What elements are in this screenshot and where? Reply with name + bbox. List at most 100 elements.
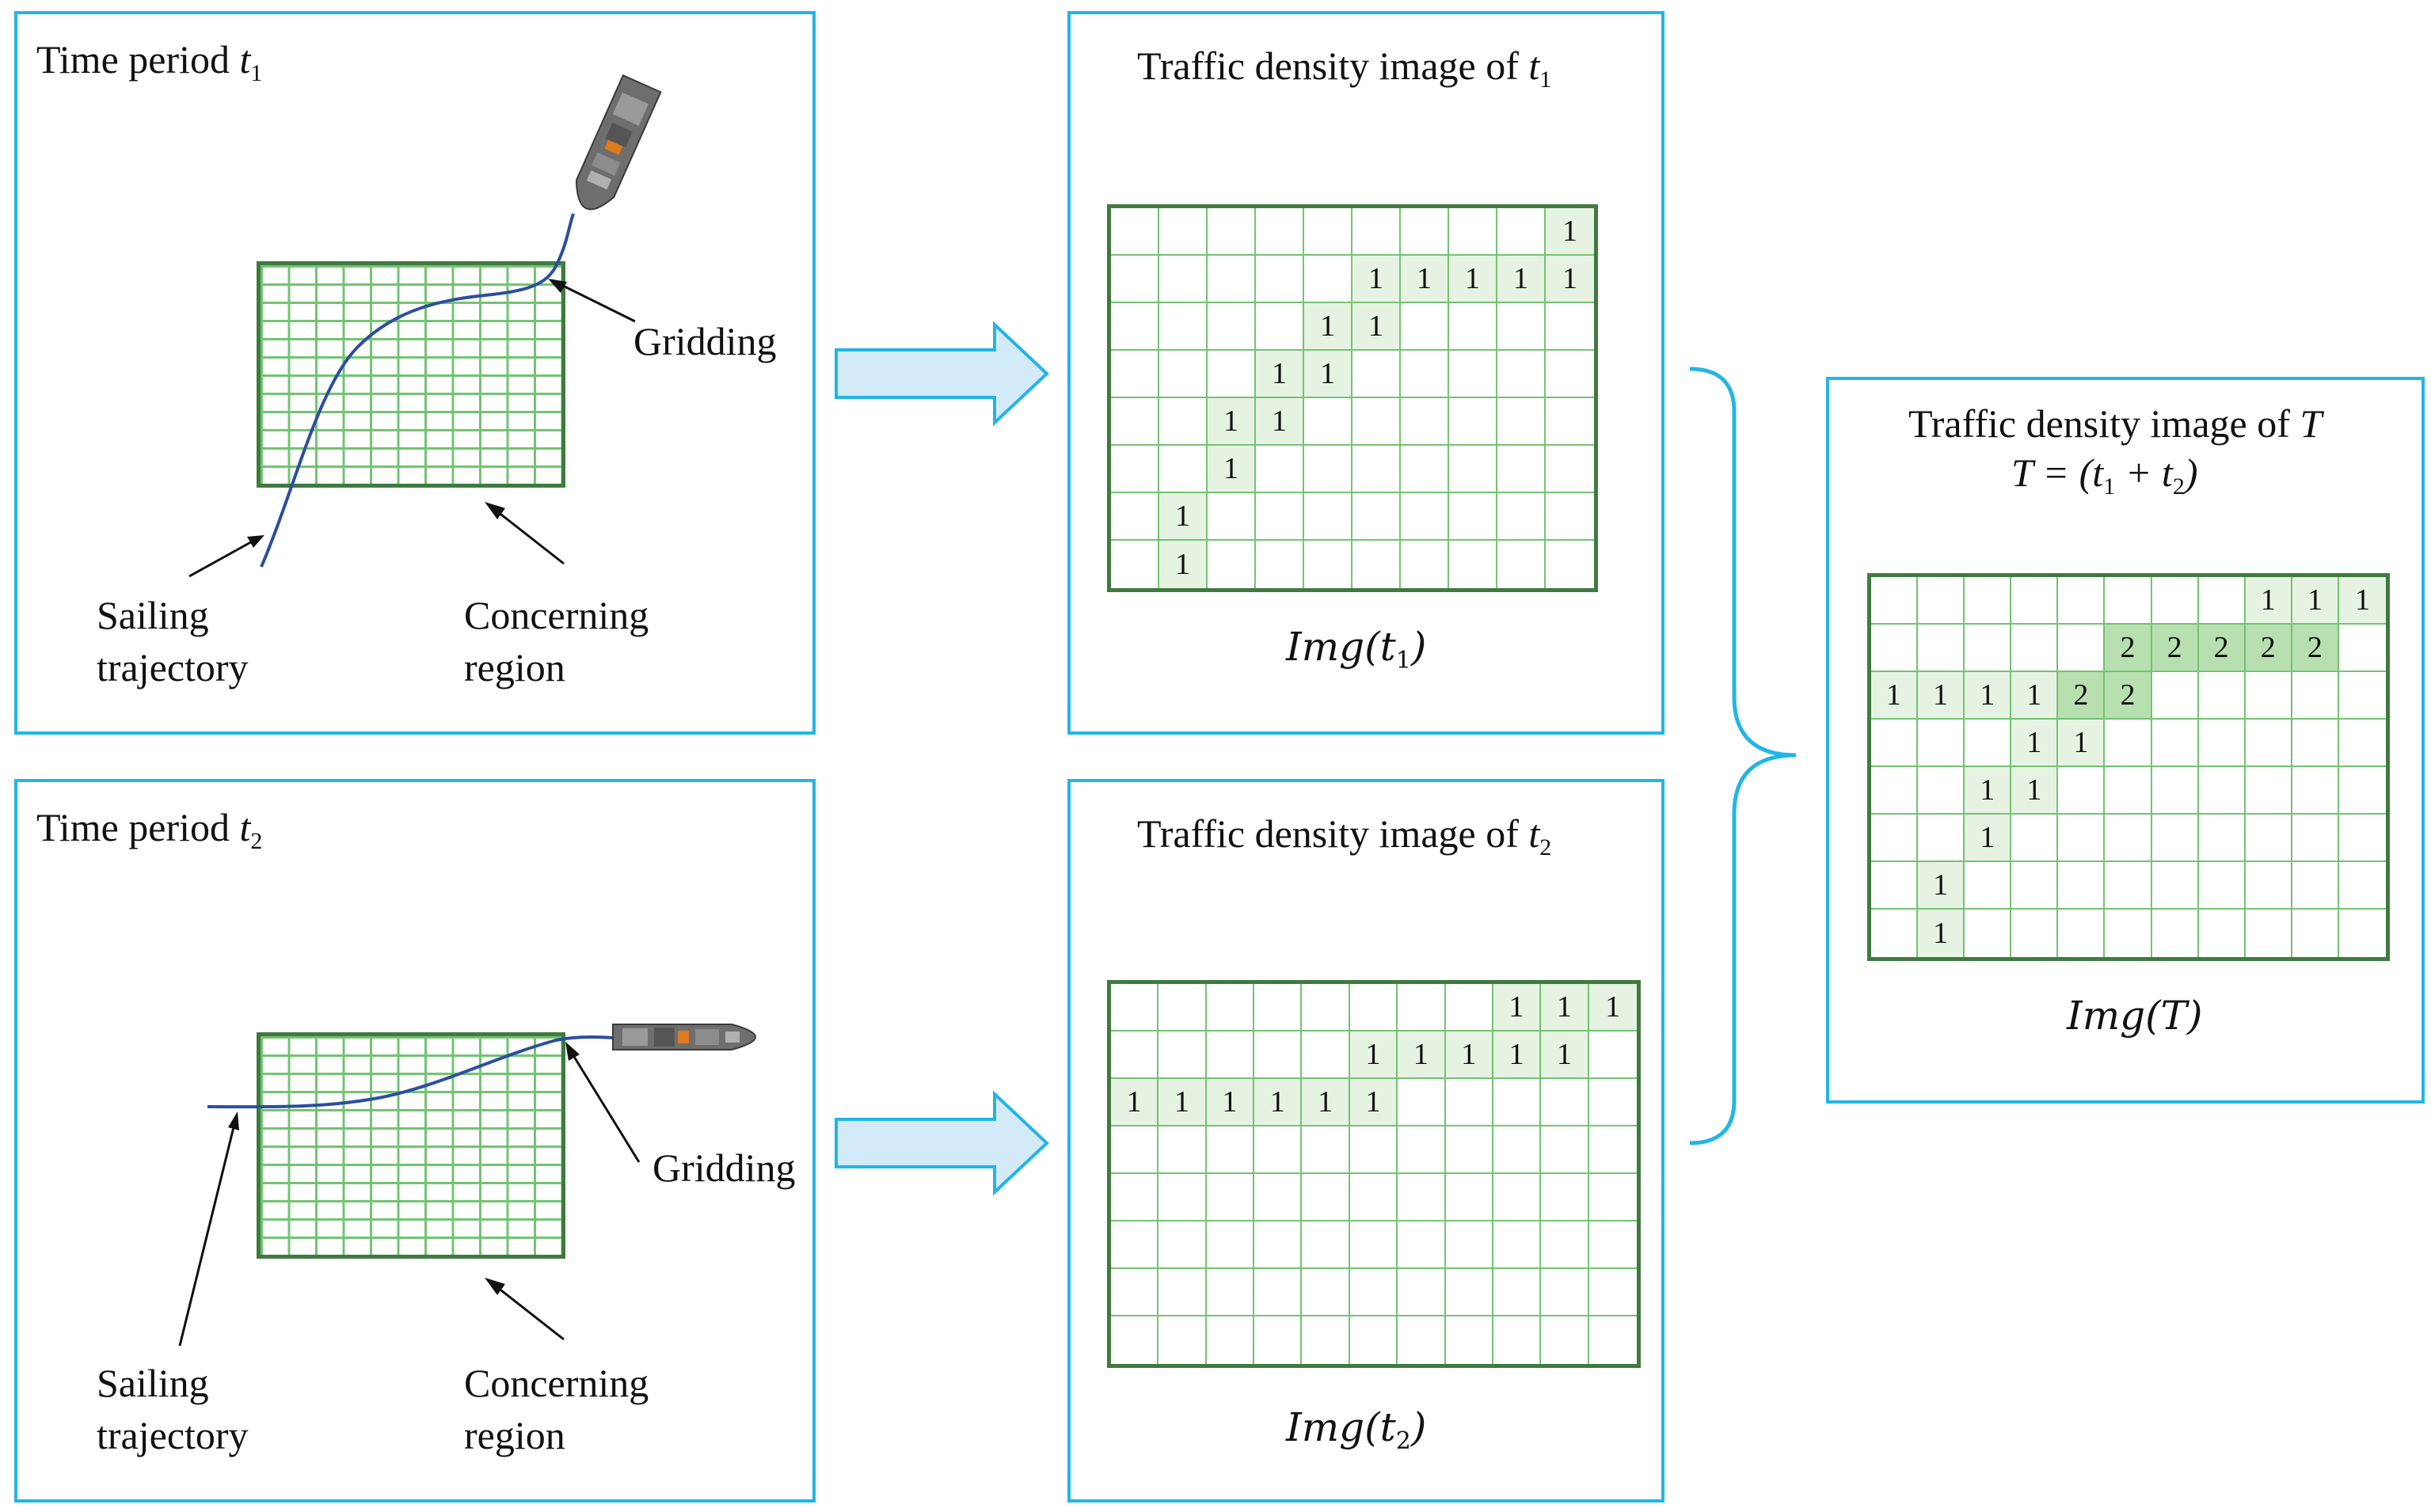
- grid-cell: 1: [1256, 351, 1304, 398]
- grid-cell: [1401, 493, 1449, 541]
- grid-cell: [1111, 1174, 1159, 1221]
- grid-cell: [1302, 1126, 1350, 1174]
- grid-cell: 1: [1349, 1031, 1398, 1079]
- grid-cell: [1159, 303, 1208, 351]
- grid-cell: [1446, 1316, 1493, 1364]
- grid-cell: [1445, 984, 1493, 1031]
- grid-cell: [2151, 767, 2199, 815]
- grid-cell: [2151, 577, 2199, 625]
- grid-cell: [1256, 303, 1304, 351]
- grid-cell: [1918, 625, 1965, 672]
- grid-cell: [1449, 303, 1497, 351]
- grid-cell: 2: [2245, 625, 2292, 672]
- grid-cell: [1445, 1126, 1493, 1174]
- grid-cell: [2011, 815, 2059, 862]
- grid-cell: 1: [2058, 720, 2106, 767]
- grid-cell: [1304, 541, 1352, 588]
- grid-cell: [1159, 256, 1208, 303]
- grid-cell: [1158, 1031, 1207, 1079]
- grid-cell: [2105, 767, 2152, 815]
- grid-cell: [1493, 1174, 1542, 1221]
- trajectory-svg: [188, 213, 636, 578]
- grid-cell: [1445, 1221, 1493, 1269]
- grid-cell: [1871, 862, 1919, 910]
- grid-cell: [1401, 208, 1449, 256]
- grid-cell: [1352, 493, 1401, 541]
- grid-cell: [1111, 1269, 1159, 1316]
- grid-cell: 1: [1493, 1031, 1542, 1079]
- grid-cell: 1: [1965, 672, 2012, 720]
- panel-title: Traffic density image of t1: [1137, 44, 1552, 93]
- grid-cell: [1159, 208, 1208, 256]
- grid-cell: [1398, 1269, 1446, 1316]
- panel-time-period-t1: Time period t1 Gridding Sailing trajecto…: [14, 11, 816, 735]
- grid-cell: [1208, 256, 1256, 303]
- grid-cell: [1349, 1174, 1398, 1221]
- sailing-trajectory-label: Sailing trajectory: [97, 593, 249, 690]
- grid-cell: [2058, 815, 2106, 862]
- grid-cell: [1871, 910, 1919, 957]
- trajectory-svg: [178, 1035, 641, 1347]
- grid-cell: [2105, 862, 2152, 910]
- grid-cell: [1254, 1126, 1303, 1174]
- grid-cell: [2151, 815, 2199, 862]
- grid-cell: [2011, 577, 2059, 625]
- grid-cell: [1111, 1221, 1159, 1269]
- panel-title: Traffic density image of t2: [1137, 811, 1552, 860]
- grid-cell: [1206, 1221, 1255, 1269]
- grid-cell: 1: [1965, 815, 2012, 862]
- grid-cell: [1445, 1269, 1493, 1316]
- grid-cell: [1208, 541, 1256, 588]
- grid-cell: [2245, 720, 2292, 767]
- grid-cell: 1: [1111, 1079, 1159, 1126]
- grid-cell: 1: [1206, 1079, 1255, 1126]
- gridding-label: Gridding: [652, 1145, 796, 1190]
- grid-cell: [1254, 984, 1303, 1031]
- grid-cell: 1: [1159, 541, 1208, 588]
- grid-cell: [1497, 493, 1546, 541]
- grid-cell: [1207, 1316, 1255, 1364]
- grid-cell: 1: [1493, 984, 1542, 1031]
- grid-cell: [1871, 767, 1919, 815]
- grid-cell: [1302, 1269, 1350, 1316]
- grid-cell: [1449, 351, 1497, 398]
- grid-cell: [2058, 577, 2106, 625]
- grid-cell: [2338, 720, 2386, 767]
- grid-cell: [1254, 1221, 1303, 1269]
- grid-cell: [1497, 398, 1546, 446]
- grid-cell: [1965, 862, 2012, 910]
- image-caption: Img(t1): [1286, 624, 1427, 674]
- grid-cell: 1: [1349, 1079, 1398, 1126]
- grid-cell: 1: [1208, 398, 1256, 446]
- grid-cell: [1304, 446, 1352, 493]
- grid-cell: 2: [2105, 672, 2152, 720]
- grid-cell: [1401, 398, 1449, 446]
- grid-cell: [1546, 303, 1594, 351]
- grid-cell: [1497, 541, 1546, 588]
- grid-cell: 1: [1588, 984, 1637, 1031]
- grid-cell: [1302, 1316, 1350, 1364]
- ship-icon: [612, 1024, 756, 1050]
- grid-cell: [1449, 446, 1497, 493]
- grid-cell: [1111, 1031, 1159, 1079]
- grid-cell: [2011, 625, 2059, 672]
- grid-cell: 1: [2245, 577, 2292, 625]
- grid-cell: [1352, 398, 1401, 446]
- grid-cell: [1493, 1126, 1542, 1174]
- grid-cell: 1: [2292, 577, 2339, 625]
- grid-cell: [1111, 493, 1159, 541]
- grid-cell: [1588, 1221, 1637, 1269]
- grid-cell: [1449, 493, 1497, 541]
- grid-cell: [1352, 208, 1401, 256]
- grid-cell: [2245, 815, 2292, 862]
- grid-cell: [1541, 1079, 1589, 1126]
- grid-cell: [1111, 1126, 1159, 1174]
- panel-time-period-t2: Time period t2 Gridding Sailing trajecto…: [14, 779, 816, 1503]
- grid-cell: 1: [1449, 256, 1497, 303]
- grid-cell: [2198, 815, 2246, 862]
- grid-cell: [1445, 1079, 1493, 1126]
- grid-cell: [1304, 208, 1352, 256]
- grid-cell: [1349, 1126, 1398, 1174]
